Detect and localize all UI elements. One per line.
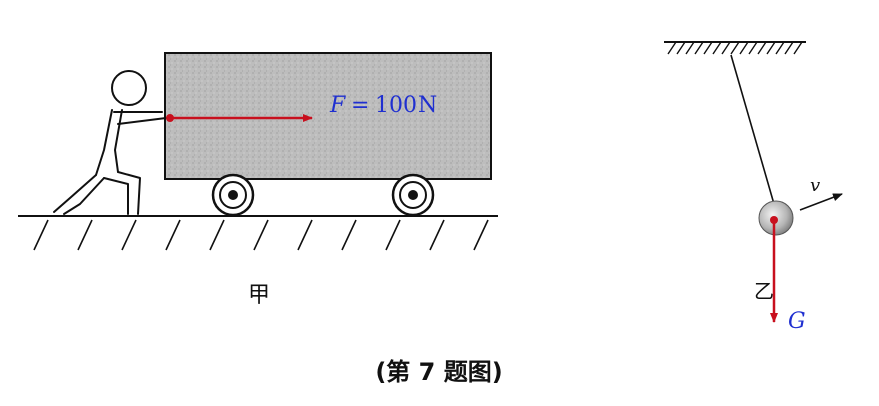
- gravity-label: G: [788, 309, 806, 334]
- figure-caption: (第 7 题图): [375, 358, 502, 386]
- force-equals: =: [351, 93, 369, 118]
- ceiling: [664, 41, 806, 55]
- force-value: 100: [375, 93, 417, 118]
- gravity-arrow: [770, 216, 778, 323]
- force-unit: N: [418, 93, 437, 118]
- left-panel-label: 甲: [248, 283, 270, 308]
- right-panel-label: 乙: [754, 279, 774, 303]
- cart-body: [164, 52, 492, 180]
- cart-wheel-left: [211, 173, 255, 217]
- pendulum-string: [730, 54, 775, 205]
- force-arrow: [166, 114, 313, 122]
- velocity-arrow: [799, 193, 843, 211]
- velocity-label: v: [810, 175, 820, 196]
- ground-left: [18, 215, 498, 251]
- force-symbol: F: [329, 93, 346, 118]
- cart-wheel-right: [391, 173, 435, 217]
- person-figure: [53, 70, 167, 215]
